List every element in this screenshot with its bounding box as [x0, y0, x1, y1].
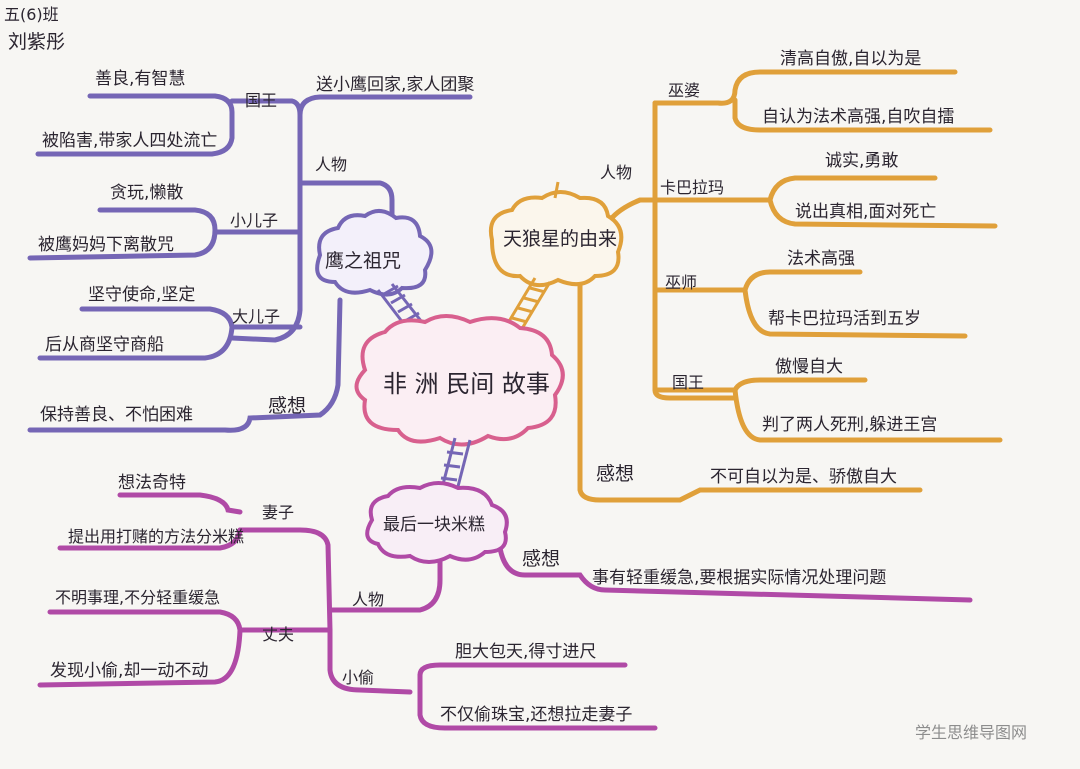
leaf-text: 事有轻重缓急,要根据实际情况处理问题 — [592, 568, 886, 588]
watermark: 学生思维导图网 — [915, 723, 1027, 742]
leaf-text: 后从商坚守商船 — [45, 335, 164, 355]
leaf-text: 法术高强 — [787, 249, 855, 269]
class-label: 五(6)班 — [4, 5, 59, 24]
node-label: 感想 — [268, 395, 306, 417]
node-label: 小偷 — [342, 668, 374, 687]
node-label: 人物 — [600, 163, 632, 182]
center-cloud — [354, 314, 565, 447]
leaf-text: 被鹰妈妈下离散咒 — [38, 235, 174, 255]
node-label: 国王 — [672, 373, 704, 392]
leaf-text: 帮卡巴拉玛活到五岁 — [768, 309, 921, 329]
branch-title-poison-curse: 鹰之祖咒 — [325, 250, 401, 272]
node-label: 妻子 — [262, 503, 294, 522]
leaf-text: 想法奇特 — [118, 473, 186, 493]
leaf-text: 说出真相,面对死亡 — [795, 202, 936, 222]
node-label: 小儿子 — [230, 211, 278, 230]
student-name: 刘紫彤 — [8, 31, 65, 53]
cloud-last-rice-cake — [365, 481, 509, 564]
node-label: 感想 — [522, 548, 560, 570]
leaf-text: 提出用打赌的方法分米糕 — [68, 527, 244, 546]
leaf-text: 被陷害,带家人四处流亡 — [42, 131, 217, 151]
leaf-text: 胆大包天,得寸进尺 — [455, 642, 596, 662]
node-label: 卡巴拉玛 — [660, 178, 724, 197]
branch-lines-bottom — [37, 492, 973, 731]
connector-ladder-orange — [503, 181, 560, 333]
cloud-poison-curse — [315, 209, 434, 297]
leaf-text: 诚实,勇敢 — [825, 151, 898, 171]
node-label: 丈夫 — [262, 625, 294, 644]
node-label: 人物 — [352, 590, 384, 609]
leaf-text: 坚守使命,坚定 — [88, 284, 195, 305]
leaf-text: 贪玩,懒散 — [110, 183, 183, 203]
leaf-text: 不明事理,不分轻重缓急 — [55, 588, 220, 607]
cloud-sirius-origin — [489, 190, 624, 288]
node-label: 感想 — [596, 463, 634, 485]
branch-lines-top-left — [27, 93, 473, 433]
leaf-text: 善良,有智慧 — [95, 69, 185, 89]
center-title: 非 洲 民间 故事 — [383, 370, 550, 398]
node-label: 国王 — [245, 91, 277, 110]
leaf-text: 清高自傲,自以为是 — [780, 49, 921, 69]
branch-title-last-rice-cake: 最后一块米糕 — [383, 515, 485, 535]
node-label: 大儿子 — [232, 307, 280, 326]
leaf-text: 傲慢自大 — [775, 356, 843, 377]
leaf-text: 不可自以为是、骄傲自大 — [710, 467, 897, 487]
leaf-text: 发现小偷,却一动不动 — [50, 661, 208, 681]
leaf-text: 送小鹰回家,家人团聚 — [316, 75, 474, 95]
branch-title-sirius-origin: 天狼星的由来 — [503, 228, 617, 250]
leaf-text: 保持善良、不怕困难 — [40, 405, 193, 425]
node-label: 人物 — [315, 155, 347, 174]
leaf-text: 自认为法术高强,自吹自擂 — [762, 107, 954, 127]
node-label: 巫师 — [665, 273, 697, 292]
leaf-text: 不仅偷珠宝,还想拉走妻子 — [440, 705, 632, 725]
node-label: 巫婆 — [668, 81, 700, 100]
leaf-text: 判了两人死刑,躲进王宫 — [762, 415, 937, 435]
branch-lines-right — [577, 69, 1003, 503]
